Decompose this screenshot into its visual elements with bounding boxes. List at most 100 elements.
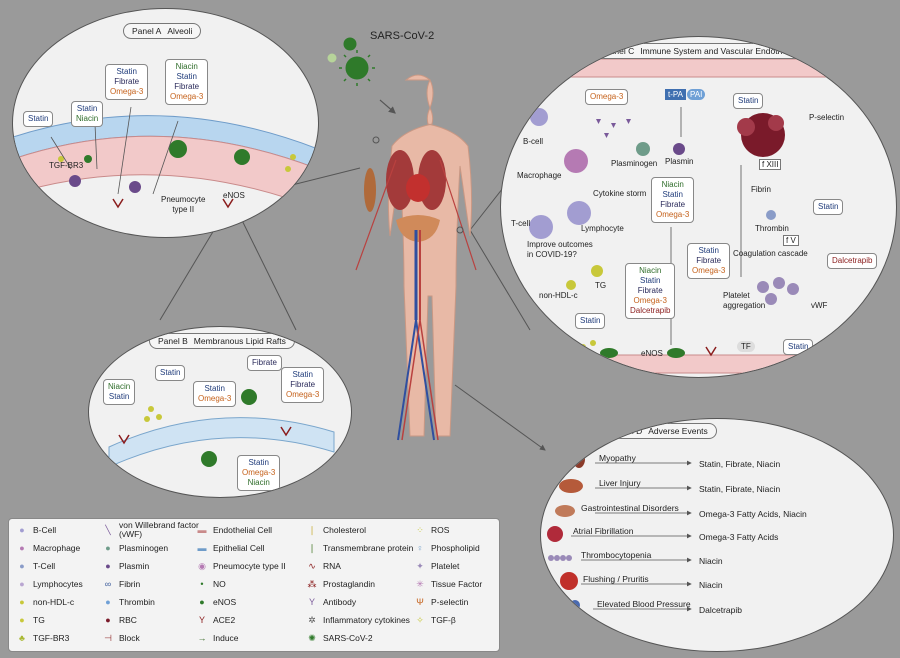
pai-label: PAI: [687, 89, 706, 100]
virus-cluster: [84, 140, 250, 165]
ae-drugs-6: Niacin: [699, 580, 723, 590]
panel-a-drug-1: Statin: [23, 111, 54, 127]
lung-left: [386, 150, 414, 210]
ae-event-4: Atrial Fibrillation: [573, 526, 634, 536]
plasmin-label: Plasmin: [665, 157, 694, 166]
tf-label: TF: [737, 341, 755, 352]
fv-label: f V: [783, 235, 799, 246]
panel-c-drug-dalc: Dalcetrapib: [827, 253, 878, 269]
legend-item: ▬Epithelial Cell: [197, 543, 265, 553]
ae-event-1: Myopathy: [599, 453, 636, 463]
ae-event-7: Elevated Blood Pressure: [597, 599, 691, 609]
panel-b-drug-4: Fibrate: [247, 355, 282, 371]
ae-event-6: Flushing / Pruritis: [583, 574, 649, 584]
pselectin-label: P-selectin: [809, 113, 845, 122]
legend-item: →Induce: [197, 633, 239, 643]
pneumocyte-label: Pneumocyte type II: [161, 195, 206, 214]
legend-item: ●Plasmin: [105, 561, 150, 571]
legend-item: ◉Pneumocyte type II: [198, 561, 286, 571]
legend-item: ●Lymphocytes: [19, 579, 83, 589]
legend-item: ●Thrombin: [105, 597, 155, 607]
panel-c-drug-statin-1: Statin: [733, 93, 764, 109]
lymphocyte-label: Lymphocyte: [581, 224, 624, 233]
legend: ●B-Cell ●Macrophage ●T-Cell ●Lymphocytes…: [8, 518, 500, 652]
vwf-label: vWF: [811, 301, 828, 310]
panel-c-drug-statin-4: Statin: [783, 339, 814, 355]
legend-item: ●B-Cell: [19, 525, 57, 535]
bcell-label: B-cell: [523, 137, 544, 146]
human-body: [355, 74, 477, 441]
ae-drugs-5: Niacin: [699, 556, 723, 566]
legend-item: ●RBC: [105, 615, 137, 625]
ae-drugs-4: Omega-3 Fatty Acids: [699, 532, 779, 542]
improve-label: Improve outcomes in COVID-19?: [527, 240, 593, 259]
ae-drugs-2: Statin, Fibrate, Niacin: [699, 484, 781, 494]
legend-item: ♀Phospholipid: [416, 543, 480, 553]
ae-icons: [547, 450, 585, 610]
legend-item: ╲von Willebrand factor (vWF): [105, 520, 199, 539]
tgfbr3-label: TGF-BR3: [49, 161, 84, 170]
ae-event-2: Liver Injury: [599, 478, 641, 488]
legend-item: •NO: [200, 579, 226, 589]
legend-item: ✳Tissue Factor: [416, 579, 483, 589]
ae-drugs-7: Dalcetrapib: [699, 605, 742, 615]
endothelium-top: [501, 58, 896, 78]
connector-d: [454, 384, 546, 451]
plasminogen-label: Plasminogen: [611, 159, 658, 168]
legend-item: ●non-HDL-c: [19, 597, 75, 607]
legend-item: ●TG: [19, 615, 45, 625]
heart: [406, 174, 430, 202]
enos-label-a: eNOS: [223, 191, 245, 200]
legend-item: ●eNOS: [199, 597, 237, 607]
legend-item: ✺SARS-CoV-2: [308, 633, 373, 643]
legend-item: ⁂Prostaglandin: [307, 579, 375, 589]
virus-arrow: [379, 99, 396, 114]
legend-item: ∿RNA: [308, 561, 341, 571]
panel-c-drug-omega: Omega-3: [585, 89, 629, 105]
legend-item: ❘Cholesterol: [308, 525, 366, 535]
virus-label: SARS-CoV-2: [370, 30, 435, 42]
ae-event-3: Gastrointestinal Disorders: [581, 503, 679, 513]
panel-b-drug-2: Statin: [155, 365, 186, 381]
legend-item: ●Macrophage: [19, 543, 81, 553]
nonhdl-label: non-HDL-c: [539, 291, 578, 300]
thrombin-label: Thrombin: [755, 224, 789, 233]
legend-item: ✲Inflammatory cytokines: [308, 615, 410, 625]
legend-item: ✧TGF-β: [416, 615, 456, 625]
legend-item: ▬Endothelial Cell: [197, 525, 273, 535]
legend-item: ⊣Block: [104, 633, 140, 643]
tg-label: TG: [595, 281, 607, 290]
clot: [737, 113, 785, 157]
connector-c2: [469, 229, 531, 331]
panel-c-drug-statin-3: Statin: [575, 313, 606, 329]
panel-c-drug-statin-2: Statin: [813, 199, 844, 215]
cytokine-storm-label: Cytokine storm: [593, 189, 647, 198]
macrophage-label: Macrophage: [517, 171, 562, 180]
legend-item: ⁘ROS: [416, 525, 450, 535]
platelet-agg-label: Platelet aggregation: [723, 291, 766, 310]
sars-cov-2-icon: [327, 37, 375, 86]
ae-event-5: Thrombocytopenia: [581, 550, 652, 560]
lipid-raft: [108, 417, 335, 468]
ae-drugs-1: Statin, Fibrate, Niacin: [699, 459, 781, 469]
legend-item: ∞Fibrin: [104, 579, 141, 589]
